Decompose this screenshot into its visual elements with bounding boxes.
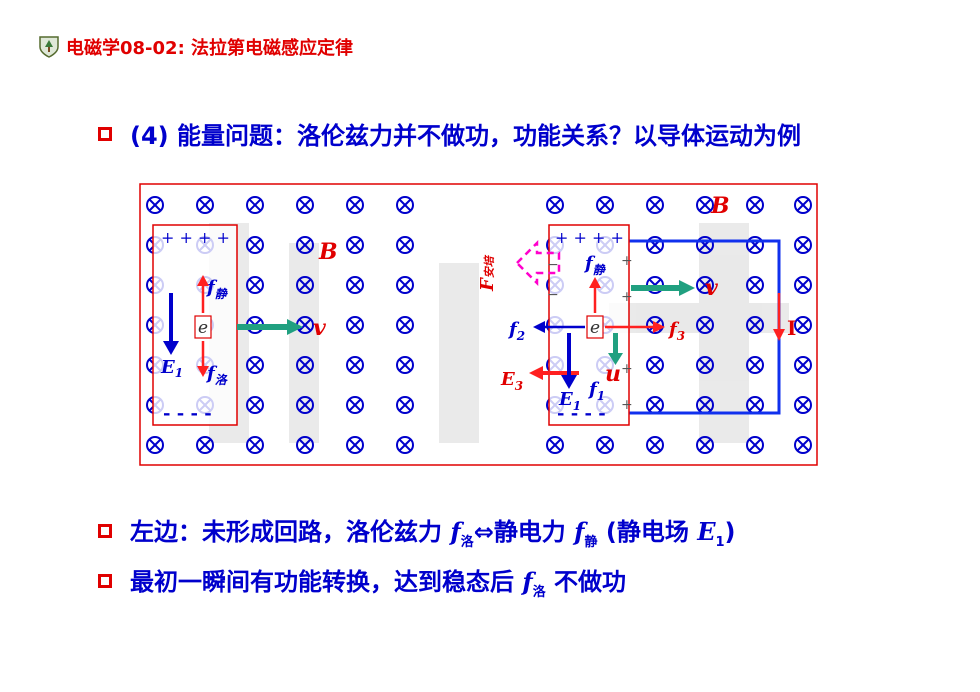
field-into-page-icon: [246, 436, 264, 454]
field-into-page-icon: [696, 276, 714, 294]
bullet-marker: [98, 573, 112, 588]
field-into-page-icon: [246, 396, 264, 414]
field-into-page-icon: [296, 356, 314, 374]
e3-label: E3: [500, 369, 523, 393]
field-into-page-icon: [146, 436, 164, 454]
field-into-page-icon: [596, 196, 614, 214]
electron-left: [194, 315, 212, 339]
bullet-initial-moment: 最初一瞬间有功能转换，达到稳态后 f洛 不做功: [98, 562, 626, 600]
side-charges: − − + + + +: [547, 253, 633, 413]
left-minus-charges: - - - -: [163, 403, 212, 424]
field-into-page-icon: [794, 396, 812, 414]
field-into-page-icon: [346, 396, 364, 414]
field-into-page-icon: [346, 436, 364, 454]
field-into-page-icon: [794, 436, 812, 454]
field-into-page-icon: [396, 316, 414, 334]
field-into-page-icon: [396, 236, 414, 254]
field-into-page-icon: [546, 196, 564, 214]
field-into-page-icon: [696, 196, 714, 214]
field-into-page-icon: [746, 316, 764, 334]
bullet-left-side: 左边：未形成回路，洛伦兹力 f洛⇔静电力 f静 (静电场 E1): [98, 512, 736, 550]
e1-label-left: E1: [160, 357, 183, 380]
b-field-label-right: B: [710, 193, 730, 219]
field-into-page-icon: [246, 356, 264, 374]
field-into-page-icon: [346, 276, 364, 294]
bullet-energy-question: (4) 能量问题：洛伦兹力并不做功，功能关系？以导体运动为例: [98, 116, 801, 151]
field-into-page-icon: [196, 436, 214, 454]
field-into-page-icon: [794, 356, 812, 374]
field-into-page-icon: [396, 196, 414, 214]
bullet-marker: [98, 523, 112, 538]
field-into-page-icon: [296, 236, 314, 254]
field-into-page-icon: [296, 276, 314, 294]
current-label: I: [787, 316, 796, 340]
header: 电磁学08-02: 法拉第电磁感应定律: [38, 34, 353, 60]
induction-diagram: + + + + - - - - B E1 e f静 f洛 v I B + + +…: [139, 183, 818, 466]
right-plus-charges: + + + +: [555, 228, 624, 247]
university-logo-icon: [39, 36, 59, 58]
field-into-page-icon: [546, 436, 564, 454]
svg-text:+: +: [621, 361, 633, 377]
field-into-page-icon: [246, 196, 264, 214]
ampere-force-arrow: [516, 239, 561, 287]
bullet-text: 左边：未形成回路，洛伦兹力 f洛⇔静电力 f静 (静电场 E1): [130, 517, 736, 550]
field-into-page-icon: [596, 436, 614, 454]
field-into-page-icon: [296, 436, 314, 454]
ampere-force-label: F安培: [477, 254, 498, 292]
field-into-page-icon: [296, 196, 314, 214]
e1-label-right: E1: [558, 389, 581, 413]
field-into-page-icon: [746, 276, 764, 294]
field-into-page-icon: [646, 436, 664, 454]
field-into-page-icon: [696, 316, 714, 334]
electron-left-label: e: [198, 318, 208, 338]
field-into-page-icon: [396, 436, 414, 454]
v-arrow-left: [237, 324, 287, 330]
svg-text:+: +: [621, 397, 633, 413]
field-into-page-icon: [794, 316, 812, 334]
field-into-page-icon: [396, 276, 414, 294]
b-field-label-left: B: [318, 239, 338, 265]
svg-text:+: +: [621, 289, 633, 305]
field-into-page-icon: [146, 196, 164, 214]
field-into-page-icon: [396, 396, 414, 414]
field-into-page-icon: [696, 436, 714, 454]
field-into-page-icon: [794, 236, 812, 254]
field-into-page-icon: [296, 396, 314, 414]
v-label-left: v: [313, 315, 326, 341]
svg-text:−: −: [547, 287, 559, 303]
svg-text:+: +: [621, 253, 633, 269]
u-label: u: [605, 361, 621, 387]
v-label-right: v: [705, 275, 718, 301]
header-title: 电磁学08-02: 法拉第电磁感应定律: [66, 38, 354, 59]
bullet-marker: [98, 126, 112, 141]
field-into-page-icon: [396, 356, 414, 374]
field-into-page-icon: [246, 236, 264, 254]
electron-right: [586, 315, 604, 339]
svg-text:−: −: [547, 257, 559, 273]
field-into-page-icon: [346, 236, 364, 254]
field-into-page-icon: [346, 316, 364, 334]
field-into-page-icon: [746, 436, 764, 454]
field-into-page-icon: [646, 356, 664, 374]
field-into-page-icon: [696, 356, 714, 374]
u-arrow: [613, 333, 618, 355]
right-minus-charges: - - - -: [557, 403, 606, 424]
field-into-page-icon: [794, 196, 812, 214]
field-into-page-icon: [246, 276, 264, 294]
field-into-page-icon: [794, 276, 812, 294]
field-into-page-icon: [196, 196, 214, 214]
field-into-page-icon: [746, 196, 764, 214]
bullet-text: (4) 能量问题：洛伦兹力并不做功，功能关系？以导体运动为例: [130, 122, 801, 150]
field-into-page-icon: [346, 356, 364, 374]
e1-arrowhead-left: [163, 341, 179, 355]
field-into-page-icon: [346, 196, 364, 214]
electron-right-label: e: [590, 318, 600, 338]
v-arrow-right: [631, 285, 679, 291]
field-into-page-icon: [746, 356, 764, 374]
field-into-page-icon: [646, 196, 664, 214]
left-plus-charges: + + + +: [161, 228, 230, 247]
bullet-text: 最初一瞬间有功能转换，达到稳态后 f洛 不做功: [130, 567, 627, 600]
